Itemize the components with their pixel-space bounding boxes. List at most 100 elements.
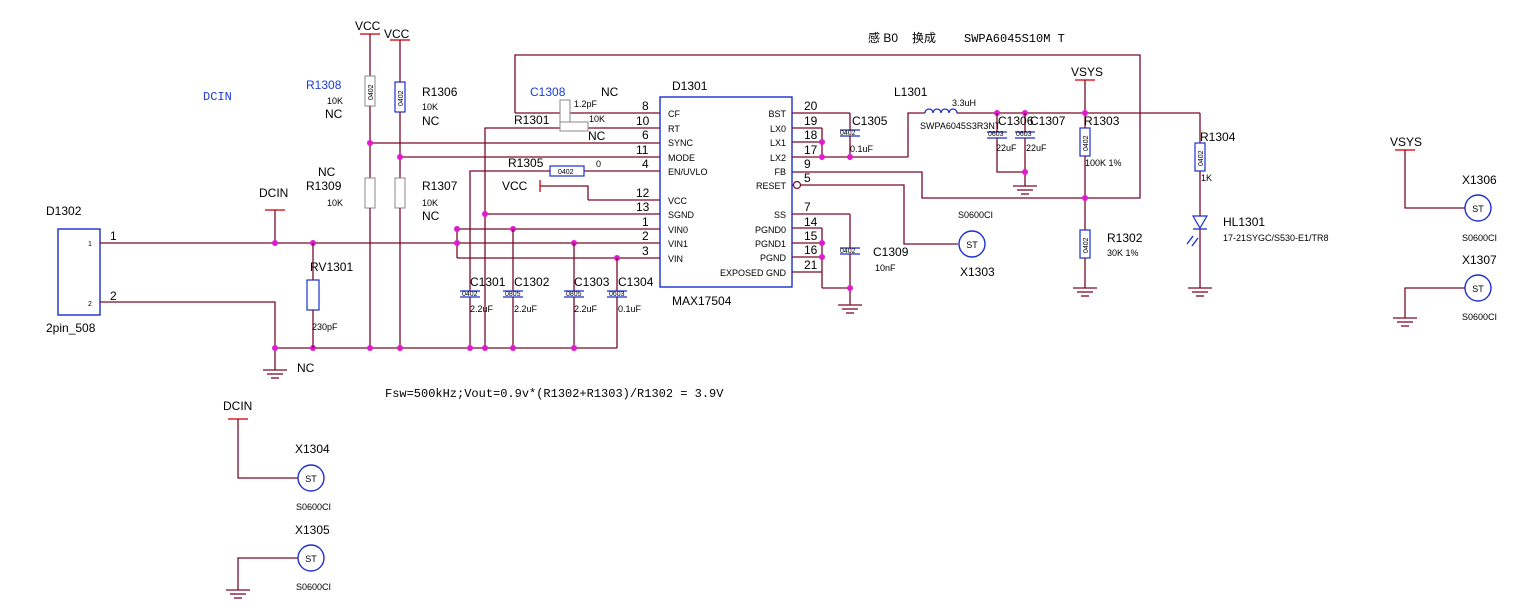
ground-symbol <box>263 369 287 379</box>
junction-dot <box>482 211 488 217</box>
x1304-symbol: ST <box>305 474 317 484</box>
x1304-wire <box>237 419 298 479</box>
pin-name-l1: RT <box>668 124 680 134</box>
c1307-ref: C1307 <box>1030 114 1066 128</box>
top-loop-wire <box>514 54 1141 199</box>
pin-name-r0: BST <box>768 109 786 119</box>
pin-name-r6: SS <box>774 210 786 220</box>
junction-dot <box>819 139 825 145</box>
c1301-value: 2.2uF <box>470 304 494 314</box>
ground-symbol <box>1073 287 1097 297</box>
c1308-dnp: NC <box>601 85 619 99</box>
c1309-ref: C1309 <box>873 245 909 259</box>
junction-dot <box>510 345 516 351</box>
ground-symbol <box>226 589 250 599</box>
r1302-pkg: 0402 <box>1083 237 1090 253</box>
c1305-pkg: 0402 <box>840 130 856 137</box>
r1309-value: 10K <box>327 198 343 208</box>
x1305-testpoint <box>297 544 325 572</box>
inductor-note-part: SWPA6045S10M T <box>964 32 1065 46</box>
r1301-value: 10K <box>589 114 605 124</box>
rv1301-ref: RV1301 <box>310 260 353 274</box>
x1306-part: S0600CI <box>1462 233 1497 243</box>
rv1301-value: 230pF <box>312 322 338 332</box>
reset-wire <box>801 184 958 245</box>
connector-pin2: 2 <box>88 301 92 308</box>
c1305-value: 0.1uF <box>850 144 874 154</box>
junction-dot <box>454 240 460 246</box>
connector-pin1: 1 <box>88 241 92 248</box>
x1304-net-label: DCIN <box>223 399 252 413</box>
r1309-ref: R1309 <box>306 179 342 193</box>
c1306-value: 22uF <box>996 143 1017 153</box>
pin-num-r1: 19 <box>804 114 818 128</box>
pin-num-l6: 13 <box>636 200 650 214</box>
c1307-pkg: 0603 <box>1016 131 1032 138</box>
junction-dot <box>819 240 825 246</box>
ic-part: MAX17504 <box>672 294 732 308</box>
x1303-ref: X1303 <box>960 265 995 279</box>
pin-num-r6: 7 <box>804 200 811 214</box>
r1304-pkg: 0402 <box>1198 150 1205 166</box>
x1306-symbol: ST <box>1472 204 1484 214</box>
vcc-label-b: VCC <box>384 27 410 41</box>
pin-name-r4: FB <box>774 167 786 177</box>
pin-name-r2: LX1 <box>770 138 786 148</box>
rt-wire <box>484 127 560 350</box>
ic-body <box>659 96 793 288</box>
pin-name-l8: VIN1 <box>668 239 688 249</box>
x1305-part: S0600CI <box>296 582 331 592</box>
c1303-pkg: 0805 <box>566 291 582 298</box>
pin-name-l0: CF <box>668 109 680 119</box>
section-title: DCIN <box>203 90 232 104</box>
x1306-testpoint <box>1464 194 1492 222</box>
connector-net2: 2 <box>110 289 117 303</box>
r1303-pkg: 0402 <box>1083 135 1090 151</box>
dcin-label: DCIN <box>259 186 288 200</box>
l1301-part: SWPA6045S3R3NT <box>920 121 1001 131</box>
l1301-coil <box>924 108 958 114</box>
junction-dot <box>847 154 853 160</box>
c1302-pkg: 0805 <box>505 291 521 298</box>
ic-left-pins <box>313 112 660 259</box>
l1301-wire <box>907 112 925 157</box>
pin-num-r10: 21 <box>804 258 818 272</box>
r1308-pkg: 0402 <box>368 84 375 100</box>
r1307-value: 10K <box>422 198 438 208</box>
c1307-value: 22uF <box>1026 143 1047 153</box>
pin-num-l7: 1 <box>642 215 649 229</box>
x1307-wire <box>1404 287 1465 318</box>
rv1301-body <box>306 279 320 311</box>
x1307-part: S0600CI <box>1462 312 1497 322</box>
pin-name-r3: LX2 <box>770 153 786 163</box>
pin-num-r3: 17 <box>804 143 818 157</box>
ground-symbol <box>1393 317 1417 327</box>
pin-num-l1: 10 <box>636 114 650 128</box>
c1301-ref: C1301 <box>470 275 506 289</box>
vcc-pin-wire <box>540 185 589 200</box>
junction-dot <box>397 345 403 351</box>
junction-dot <box>482 345 488 351</box>
x1306-wire <box>1404 150 1465 209</box>
pin-name-l6: SGND <box>668 210 695 220</box>
pin-name-r9: PGND <box>760 253 787 263</box>
pin-name-l4: EN/UVLO <box>668 167 708 177</box>
r1308-dnp: NC <box>325 107 343 121</box>
gnd-nc-label: NC <box>297 361 315 375</box>
r1305-wire <box>469 170 550 285</box>
x1305-wire <box>237 557 298 590</box>
x1307-ref: X1307 <box>1462 253 1497 267</box>
r1302-ref: R1302 <box>1107 231 1143 245</box>
r1307-dnp: NC <box>422 209 440 223</box>
x1303-symbol: ST <box>966 240 978 250</box>
x1303-testpoint <box>958 230 986 258</box>
r1309-body <box>364 177 376 209</box>
x1305-symbol: ST <box>305 554 317 564</box>
r1305-value: 0 <box>596 159 601 169</box>
hl1301-ref: HL1301 <box>1223 215 1265 229</box>
x1304-testpoint <box>297 464 325 492</box>
l1301-value: 3.3uH <box>952 98 976 108</box>
junction-dot <box>367 140 373 146</box>
pin-name-r1: LX0 <box>770 124 786 134</box>
